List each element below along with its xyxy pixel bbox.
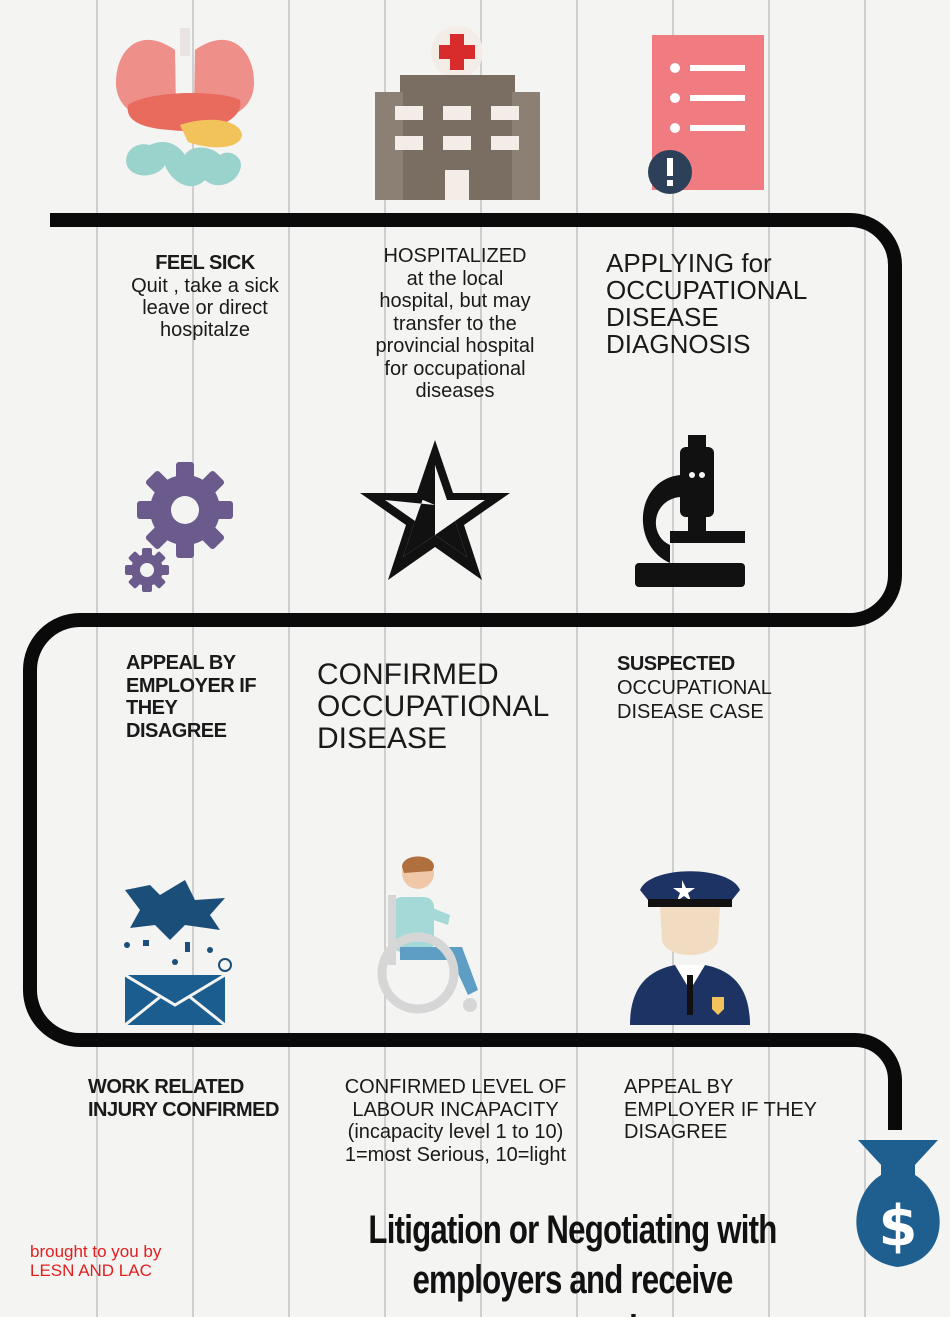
step-appeal-line: DISAGREE xyxy=(126,719,227,742)
step-feel-sick-title: FEEL SICK xyxy=(155,252,255,274)
step-labour-line: (incapacity level 1 to 10) xyxy=(347,1121,564,1143)
police-officer-icon xyxy=(630,871,750,1025)
money-bag-icon: $ xyxy=(856,1140,940,1267)
credit-line: brought to you by xyxy=(30,1242,162,1261)
step-work-related: WORK RELATED INJURY CONFIRMED xyxy=(88,1076,303,1121)
step-applying-line: DISEASE xyxy=(606,302,719,332)
step-hospitalized-line: transfer to the xyxy=(393,312,517,335)
credit-text: brought to you by LESN AND LAC xyxy=(30,1242,161,1280)
final-step-title: Litigation or Negotiating with employers… xyxy=(360,1205,785,1317)
credit-line: LESN AND LAC xyxy=(30,1261,152,1280)
step-feel-sick: FEEL SICK Quit , take a sick leave or di… xyxy=(110,252,300,341)
step-applying-line: OCCUPATIONAL xyxy=(606,275,808,305)
step-feel-sick-line: leave or direct xyxy=(142,297,268,319)
step-appeal-line: DISAGREE xyxy=(624,1121,728,1143)
step-labour-line: LABOUR INCAPACITY xyxy=(352,1098,559,1121)
step-feel-sick-line: hospitalze xyxy=(159,319,251,341)
step-applying-line: DIAGNOSIS xyxy=(606,329,751,359)
microscope-icon xyxy=(635,435,745,587)
organs-icon xyxy=(115,28,255,187)
step-hospitalized: HOSPITALIZED at the local hospital, but … xyxy=(350,245,560,403)
step-appeal-line: EMPLOYER IF xyxy=(126,674,257,697)
step-appeal-line: APPEAL BY xyxy=(126,652,236,674)
medical-report-icon xyxy=(648,35,764,194)
step-confirmed-disease: CONFIRMED OCCUPATIONAL DISEASE xyxy=(317,659,572,755)
step-applying: APPLYING for OCCUPATIONAL DISEASE DIAGNO… xyxy=(606,250,846,358)
step-appeal-employer-1: APPEAL BY EMPLOYER IF THEY DISAGREE xyxy=(126,652,286,742)
step-hospitalized-line: for occupational xyxy=(384,357,526,380)
step-labour-incapacity: CONFIRMED LEVEL OF LABOUR INCAPACITY (in… xyxy=(318,1076,593,1166)
step-labour-line: 1=most Serious, 10=light xyxy=(344,1143,567,1166)
step-hospitalized-line: at the local xyxy=(406,267,504,290)
step-suspected: SUSPECTED OCCUPATIONAL DISEASE CASE xyxy=(617,652,817,724)
step-suspected-line: DISEASE CASE xyxy=(617,701,764,723)
final-step-line: Litigation or Negotiating with xyxy=(368,1208,777,1252)
step-appeal-line: EMPLOYER IF THEY xyxy=(624,1098,818,1121)
step-confirmed-line: DISEASE xyxy=(317,722,448,755)
envelope-icon xyxy=(124,880,232,1027)
gear-icon xyxy=(125,462,233,592)
svg-text:$: $ xyxy=(879,1194,918,1259)
final-step-line: employers and receive compensation xyxy=(412,1258,733,1317)
step-suspected-line: OCCUPATIONAL xyxy=(617,677,772,699)
step-hospitalized-line: diseases xyxy=(415,380,495,402)
step-work-related-line: WORK RELATED xyxy=(88,1076,244,1098)
hospital-icon xyxy=(375,26,540,200)
step-hospitalized-line: hospital, but may xyxy=(379,290,531,312)
step-confirmed-line: OCCUPATIONAL xyxy=(317,690,550,723)
step-confirmed-line: CONFIRMED xyxy=(317,658,499,691)
step-labour-line: CONFIRMED LEVEL OF xyxy=(344,1076,567,1098)
step-work-related-line: INJURY CONFIRMED xyxy=(88,1098,279,1121)
star-icon xyxy=(360,440,510,580)
step-applying-line: APPLYING for xyxy=(606,248,772,278)
step-suspected-title: SUSPECTED xyxy=(617,653,735,675)
wheelchair-icon xyxy=(377,856,478,1014)
step-appeal-line: THEY xyxy=(126,697,178,719)
step-appeal-employer-2: APPEAL BY EMPLOYER IF THEY DISAGREE xyxy=(624,1076,824,1144)
step-appeal-line: APPEAL BY xyxy=(624,1076,734,1098)
process-path xyxy=(23,213,902,1130)
step-hospitalized-line: HOSPITALIZED xyxy=(383,245,527,267)
step-hospitalized-line: provincial hospital xyxy=(375,335,535,357)
step-feel-sick-line: Quit , take a sick xyxy=(131,275,279,297)
